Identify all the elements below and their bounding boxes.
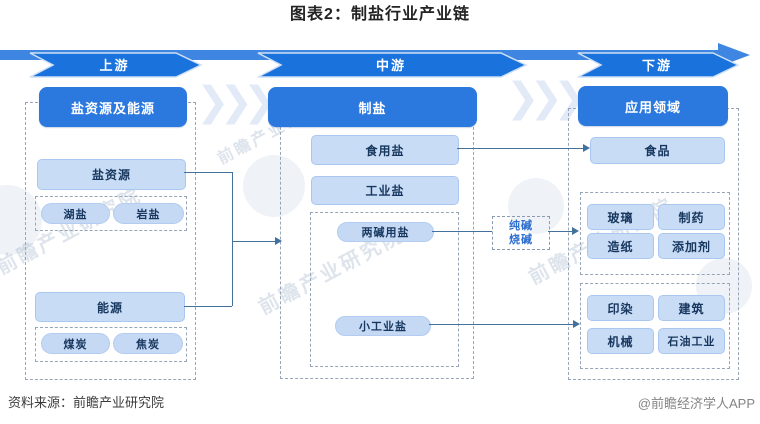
upstream-header: 盐资源及能源 [39, 87, 187, 127]
midstream-header: 制盐 [268, 87, 477, 127]
arrowhead-icon [275, 237, 282, 245]
construction-box: 建筑 [658, 295, 725, 321]
stage-midstream-label: 中游 [375, 58, 406, 73]
industrial-salt-box: 工业盐 [311, 176, 459, 205]
caustic-soda-label: 烧碱 [509, 234, 533, 246]
glass-box: 玻璃 [587, 204, 654, 230]
connector-twoalkali-to-link [432, 231, 492, 232]
dyeing-box: 印染 [587, 295, 654, 321]
salt-resource-box: 盐资源 [37, 159, 186, 190]
food-box: 食品 [590, 137, 725, 164]
arrowhead-icon [583, 144, 590, 152]
energy-types-group [35, 327, 187, 362]
arrowhead-icon [572, 227, 579, 235]
credit-note: @前瞻经济学人APP [637, 396, 755, 411]
lake-salt-pill: 湖盐 [41, 203, 110, 224]
small-industrial-salt-pill: 小工业盐 [335, 316, 431, 336]
flow-band-arrow-icon [0, 43, 750, 78]
edible-salt-box: 食用盐 [311, 135, 459, 165]
machinery-box: 机械 [587, 328, 654, 354]
connector-energy [184, 306, 232, 307]
watermark-logo-icon [508, 178, 564, 234]
connector-to-midstream [233, 241, 276, 242]
page-title: 图表2：制盐行业产业链 [290, 6, 470, 23]
stage-downstream-label: 下游 [641, 58, 672, 73]
watermark-logo-icon [243, 155, 305, 217]
source-note: 资料来源：前瞻产业研究院 [8, 395, 165, 410]
paper-box: 造纸 [587, 233, 654, 259]
watermark-chevrons-icon: ❯❯❯ [196, 80, 276, 124]
alkali-applications-group [580, 192, 730, 275]
connector-smallsalt-to-apps [429, 324, 575, 325]
industrial-salt-subgroup [310, 212, 459, 367]
stage-upstream-label: 上游 [99, 58, 130, 73]
connector-salt-resource [184, 172, 232, 173]
additives-box: 添加剂 [658, 233, 725, 259]
alkali-link-box: 纯碱 烧碱 [492, 216, 550, 250]
connector-link-to-apps [548, 231, 574, 232]
salt-types-group [35, 196, 187, 231]
coal-pill: 煤炭 [41, 333, 110, 354]
watermark-chevrons-icon: ❯❯❯ [506, 76, 586, 120]
arrowhead-icon [573, 320, 580, 328]
small-salt-applications-group [580, 283, 730, 369]
energy-box: 能源 [35, 292, 185, 322]
soda-ash-label: 纯碱 [509, 220, 533, 232]
rock-salt-pill: 岩盐 [113, 203, 184, 224]
coke-pill: 焦炭 [113, 333, 183, 354]
pharma-box: 制药 [658, 204, 725, 230]
connector-edible-to-food [457, 148, 584, 149]
downstream-header: 应用领域 [578, 86, 728, 126]
petroleum-box: 石油工业 [658, 328, 725, 354]
two-alkali-salt-pill: 两碱用盐 [337, 222, 434, 242]
connector-junction [232, 172, 233, 306]
